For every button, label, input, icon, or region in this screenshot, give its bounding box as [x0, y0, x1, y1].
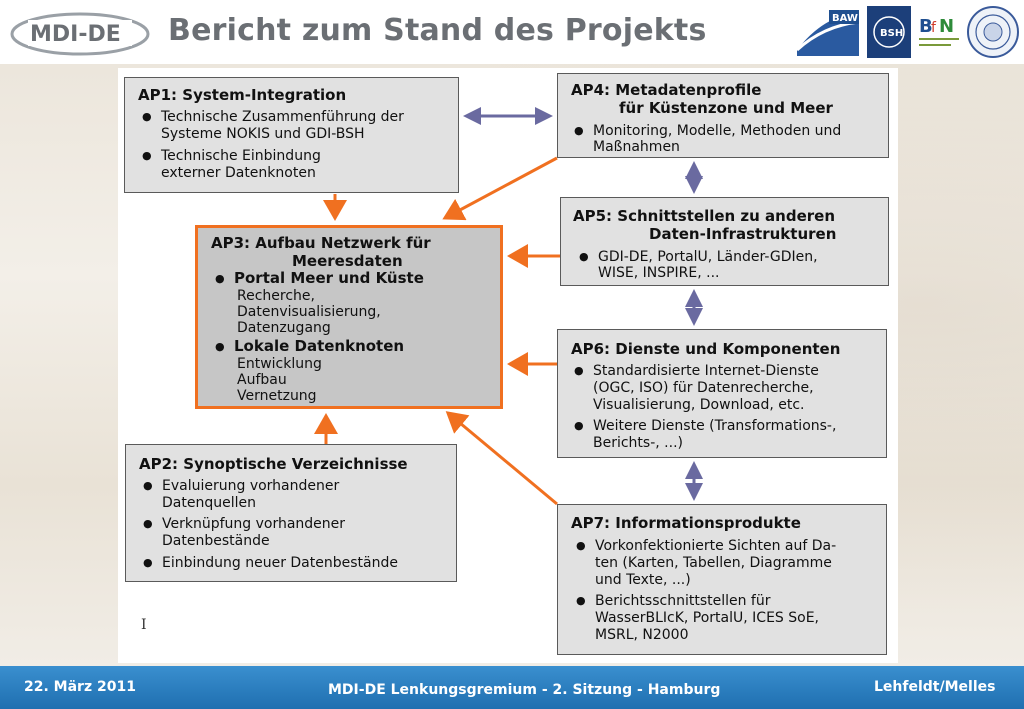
- ap4-title-line2: für Küstenzone und Meer: [619, 99, 833, 117]
- ap3-box: AP3: Aufbau Netzwerk für Meeresdaten ● P…: [195, 225, 503, 409]
- bullet: ●: [215, 272, 225, 285]
- ap7-item1-line2: ten (Karten, Tabellen, Diagramme: [595, 555, 832, 571]
- ap5-box: AP5: Schnittstellen zu anderen Daten-Inf…: [560, 197, 889, 286]
- bullet: ●: [215, 340, 225, 353]
- ap2-item2-line2: Datenbestände: [162, 533, 270, 549]
- ap5-title-line2: Daten-Infrastrukturen: [649, 225, 837, 243]
- svg-text:B: B: [919, 16, 933, 37]
- ap7-item2-line1: Berichtsschnittstellen für: [595, 593, 771, 609]
- ap3-sub2-line3: Vernetzung: [237, 388, 317, 404]
- ap4-item1-line1: Monitoring, Modelle, Methoden und: [593, 123, 842, 139]
- bullet: ●: [143, 517, 153, 530]
- text-cursor-glyph: I: [141, 617, 147, 633]
- ap7-box: AP7: Informationsprodukte ● Vorkonfektio…: [557, 504, 887, 655]
- ap5-item1-line2: WISE, INSPIRE, ...: [598, 265, 720, 281]
- bullet: ●: [574, 124, 584, 137]
- ap3-sub1-line2: Datenvisualisierung,: [237, 304, 381, 320]
- ap6-item1-line2: (OGC, ISO) für Datenrecherche,: [593, 380, 814, 396]
- svg-text:BAW: BAW: [832, 13, 858, 24]
- ap2-title: AP2: Synoptische Verzeichnisse: [139, 455, 408, 473]
- arrow-ap7-to-ap3: [445, 411, 558, 506]
- ap5-title-line1: AP5: Schnittstellen zu anderen: [573, 207, 836, 225]
- ap3-sub2-title: Lokale Datenknoten: [234, 337, 405, 355]
- ap4-box: AP4: Metadatenprofile für Küstenzone und…: [557, 73, 889, 158]
- ap6-box: AP6: Dienste und Komponenten ● Standardi…: [557, 329, 887, 458]
- logo-text: MDI-DE: [30, 22, 121, 47]
- ap2-item2-line1: Verknüpfung vorhandener: [162, 516, 346, 532]
- svg-text:BSH: BSH: [880, 28, 903, 39]
- university-seal-logo: [967, 6, 1019, 58]
- svg-text:N: N: [939, 16, 954, 37]
- ap6-item1-line1: Standardisierte Internet-Dienste: [593, 363, 819, 379]
- bullet: ●: [143, 479, 153, 492]
- ap1-item1-line1: Technische Zusammenführung der: [161, 109, 404, 125]
- bfn-logo: B f N: [919, 16, 959, 46]
- ap2-item3-line1: Einbindung neuer Datenbestände: [162, 555, 398, 571]
- bullet: ●: [143, 556, 153, 569]
- ap1-title: AP1: System-Integration: [138, 86, 347, 104]
- ap3-sub2-line2: Aufbau: [237, 372, 287, 388]
- bullet: ●: [142, 110, 152, 123]
- ap6-item2-line2: Berichts-, ...): [593, 435, 683, 451]
- ap7-item1-line1: Vorkonfektionierte Sichten auf Da-: [595, 538, 837, 554]
- page-title: Bericht zum Stand des Projekts: [168, 13, 707, 48]
- ap3-sub1-line1: Recherche,: [237, 288, 315, 304]
- ap6-item2-line1: Weitere Dienste (Transformations-,: [593, 418, 837, 434]
- svg-text:f: f: [931, 20, 937, 36]
- ap1-item2-line1: Technische Einbindung: [161, 148, 321, 164]
- baw-logo: BAW: [795, 10, 860, 56]
- ap7-item1-line3: und Texte, ...): [595, 572, 691, 588]
- bullet: ●: [142, 149, 152, 162]
- ap3-sub1-title: Portal Meer und Küste: [234, 269, 424, 287]
- header: MDI-DE Bericht zum Stand des Projekts BA…: [0, 0, 1024, 64]
- mdi-de-logo: MDI-DE: [10, 12, 150, 56]
- ap4-item1-line2: Maßnahmen: [593, 139, 680, 155]
- ap3-sub2-line1: Entwicklung: [237, 356, 322, 372]
- ap6-item1-line3: Visualisierung, Download, etc.: [593, 397, 805, 413]
- ap7-item2-line3: MSRL, N2000: [595, 627, 689, 643]
- bullet: ●: [579, 250, 589, 263]
- ap2-item1-line2: Datenquellen: [162, 495, 256, 511]
- footer: 22. März 2011 MDI-DE Lenkungsgremium - 2…: [0, 666, 1024, 709]
- footer-authors: Lehfeldt/Melles: [874, 679, 996, 695]
- footer-date: 22. März 2011: [24, 679, 136, 695]
- arrow-ap4-to-ap3: [442, 156, 558, 221]
- footer-center: MDI-DE Lenkungsgremium - 2. Sitzung - Ha…: [328, 682, 721, 698]
- bullet: ●: [576, 594, 586, 607]
- ap1-box: AP1: System-Integration ● Technische Zus…: [124, 77, 459, 193]
- ap5-item1-line1: GDI-DE, PortalU, Länder-GDIen,: [598, 249, 818, 265]
- bullet: ●: [576, 539, 586, 552]
- ap2-item1-line1: Evaluierung vorhandener: [162, 478, 340, 494]
- ap6-title: AP6: Dienste und Komponenten: [571, 340, 841, 358]
- ap4-title-line1: AP4: Metadatenprofile: [571, 81, 762, 99]
- ap7-title: AP7: Informationsprodukte: [571, 514, 801, 532]
- ap3-title-line1: AP3: Aufbau Netzwerk für: [211, 234, 431, 252]
- ap2-box: AP2: Synoptische Verzeichnisse ● Evaluie…: [125, 444, 457, 582]
- ap7-item2-line2: WasserBLIcK, PortalU, ICES SoE,: [595, 610, 819, 626]
- ap1-item1-line2: Systeme NOKIS und GDI-BSH: [161, 126, 365, 142]
- bullet: ●: [574, 364, 584, 377]
- ap3-sub1-line3: Datenzugang: [237, 320, 331, 336]
- bsh-logo: BSH: [867, 6, 911, 58]
- bullet: ●: [574, 419, 584, 432]
- ap1-item2-line2: externer Datenknoten: [161, 165, 316, 181]
- ap3-title-line2: Meeresdaten: [292, 252, 403, 270]
